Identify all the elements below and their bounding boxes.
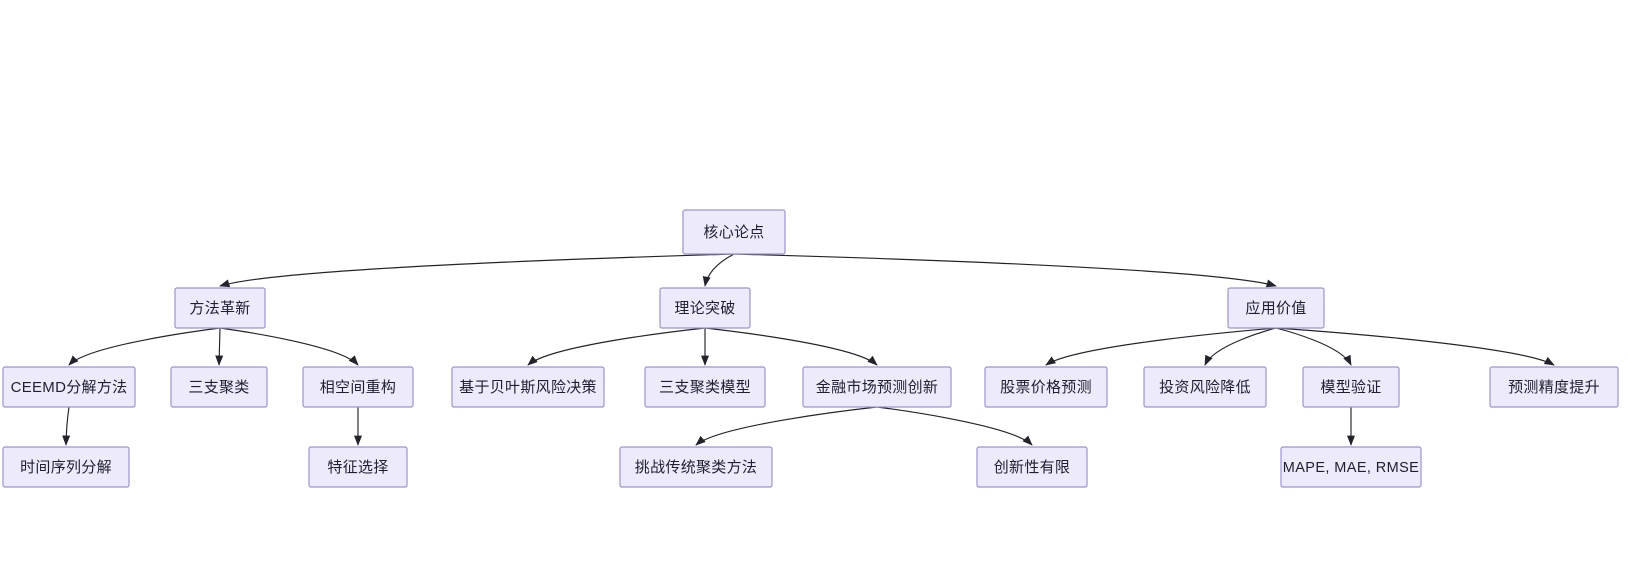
edge-l2a-to-l3a2 (215, 327, 224, 366)
node-l3b2[interactable]: 三支聚类模型 (644, 366, 766, 408)
node-box-l3c1[interactable] (984, 366, 1108, 408)
edge-l2a-to-l3a1 (68, 327, 221, 366)
edge-root-to-l2b (702, 253, 735, 287)
node-label-l3a2: 三支聚类 (188, 379, 249, 396)
node-label-l3c3: 模型验证 (1320, 379, 1381, 396)
node-box-l3c2[interactable] (1143, 366, 1267, 408)
node-box-l4a1[interactable] (2, 446, 130, 488)
node-box-l2a[interactable] (174, 287, 266, 329)
node-box-l4a3[interactable] (308, 446, 408, 488)
edge-l3b3-to-l4b1 (695, 406, 878, 446)
node-box-l3b1[interactable] (451, 366, 605, 408)
edge-root-to-l2c (733, 253, 1277, 288)
node-box-root[interactable] (682, 209, 786, 255)
edges-layer (62, 253, 1555, 446)
node-l4a1[interactable]: 时间序列分解 (2, 446, 130, 488)
node-box-l2c[interactable] (1227, 287, 1325, 329)
node-box-l4b2[interactable] (976, 446, 1088, 488)
node-label-l3b3: 金融市场预测创新 (816, 379, 938, 396)
edge-l2a-to-l3a3 (219, 327, 359, 366)
node-box-l3b2[interactable] (644, 366, 766, 408)
node-l3b3[interactable]: 金融市场预测创新 (802, 366, 952, 408)
node-box-l3a1[interactable] (2, 366, 136, 408)
node-box-l4b1[interactable] (619, 446, 773, 488)
node-label-l2c: 应用价值 (1245, 299, 1306, 317)
node-l2a[interactable]: 方法革新 (174, 287, 266, 329)
node-label-l3c1: 股票价格预测 (1000, 379, 1092, 396)
node-label-l3b1: 基于贝叶斯风险决策 (459, 379, 597, 396)
node-l4b1[interactable]: 挑战传统聚类方法 (619, 446, 773, 488)
node-label-root: 核心论点 (703, 224, 764, 241)
node-box-l3c3[interactable] (1302, 366, 1400, 408)
node-root[interactable]: 核心论点 (682, 209, 786, 255)
node-l3c2[interactable]: 投资风险降低 (1143, 366, 1267, 408)
node-label-l4a3: 特征选择 (327, 459, 388, 476)
node-l3a1[interactable]: CEEMD分解方法 (2, 366, 136, 408)
node-label-l4c1: MAPE, MAE, RMSE (1283, 460, 1420, 476)
node-label-l3a1: CEEMD分解方法 (11, 379, 128, 396)
node-label-l3c2: 投资风险降低 (1159, 379, 1251, 396)
node-l3c1[interactable]: 股票价格预测 (984, 366, 1108, 408)
edge-l2b-to-l3b1 (527, 327, 706, 366)
edge-l2c-to-l3c4 (1275, 327, 1555, 366)
node-l2c[interactable]: 应用价值 (1227, 287, 1325, 329)
node-l3c3[interactable]: 模型验证 (1302, 366, 1400, 408)
edge-l3a1-to-l4a1 (62, 406, 71, 446)
node-l4c1[interactable]: MAPE, MAE, RMSE (1280, 446, 1422, 488)
node-l3c4[interactable]: 预测精度提升 (1489, 366, 1619, 408)
node-l3a3[interactable]: 相空间重构 (302, 366, 414, 408)
node-label-l3c4: 预测精度提升 (1508, 379, 1600, 396)
node-label-l4b1: 挑战传统聚类方法 (635, 459, 757, 476)
node-label-l4a1: 时间序列分解 (20, 459, 112, 476)
edge-l3b3-to-l4b2 (876, 406, 1033, 446)
edge-l2c-to-l3c3 (1275, 327, 1352, 366)
edge-l2c-to-l3c2 (1204, 327, 1277, 366)
node-l3a2[interactable]: 三支聚类 (170, 366, 268, 408)
node-label-l2b: 理论突破 (674, 300, 735, 317)
node-box-l3c4[interactable] (1489, 366, 1619, 408)
node-label-l3b2: 三支聚类模型 (659, 379, 751, 396)
node-label-l3a3: 相空间重构 (320, 379, 397, 396)
node-box-l3a3[interactable] (302, 366, 414, 408)
node-box-l2b[interactable] (659, 287, 751, 329)
node-l4a3[interactable]: 特征选择 (308, 446, 408, 488)
node-label-l4b2: 创新性有限 (994, 459, 1071, 476)
node-box-l4c1[interactable] (1280, 446, 1422, 488)
node-label-l2a: 方法革新 (189, 300, 250, 317)
node-l4b2[interactable]: 创新性有限 (976, 446, 1088, 488)
edge-l2c-to-l3c1 (1045, 327, 1277, 366)
node-box-l3a2[interactable] (170, 366, 268, 408)
edge-l2b-to-l3b3 (704, 327, 878, 366)
node-l2b[interactable]: 理论突破 (659, 287, 751, 329)
node-l3b1[interactable]: 基于贝叶斯风险决策 (451, 366, 605, 408)
node-box-l3b3[interactable] (802, 366, 952, 408)
edge-root-to-l2a (219, 253, 735, 288)
